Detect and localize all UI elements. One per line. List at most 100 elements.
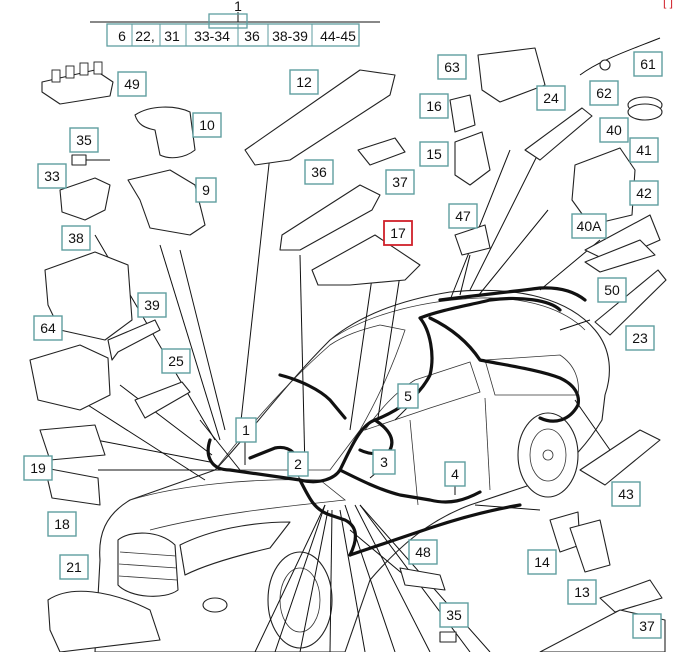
svg-text:37: 37 [639,618,655,634]
callout-part-43[interactable]: 43 [611,481,641,507]
callout-part-49[interactable]: 49 [117,71,147,97]
svg-text:13: 13 [574,584,590,600]
callout-part-18[interactable]: 18 [47,511,77,537]
callout-part-40[interactable]: 40 [599,117,629,143]
svg-text:19: 19 [30,460,46,476]
part-17-drawing [311,234,421,286]
part-33-drawing [59,177,111,221]
callout-part-14[interactable]: 14 [527,549,557,575]
part-13-drawing [569,519,611,573]
range-item[interactable]: 33-34 [194,28,230,44]
part-37a-drawing [357,137,406,166]
callout-part-39[interactable]: 39 [137,292,167,318]
callout-part-47[interactable]: 47 [448,203,478,229]
part-62-drawing [579,37,661,76]
callout-part-61[interactable]: 61 [633,51,663,77]
callout-part-25[interactable]: 25 [161,348,191,374]
svg-text:35: 35 [76,132,92,148]
part-50-drawing [584,239,656,273]
range-item[interactable]: 22, [135,28,154,44]
svg-text:38: 38 [68,230,84,246]
callout-part-35b[interactable]: 35 [439,602,469,628]
callout-part-3[interactable]: 3 [372,449,396,475]
part-38-drawing [44,251,133,341]
part-35-bolt-drawing [71,154,110,166]
callout-part-13[interactable]: 13 [567,579,597,605]
svg-text:63: 63 [444,59,460,75]
callout-part-1[interactable]: 1 [235,417,257,443]
callout-part-16[interactable]: 16 [419,93,449,119]
part-39-drawing [107,319,161,361]
part-47-drawing [454,224,491,256]
svg-text:12: 12 [296,74,312,90]
svg-text:40: 40 [606,122,622,138]
svg-text:33: 33 [44,168,60,184]
part-23-drawing [594,269,667,336]
svg-text:36: 36 [311,164,327,180]
part-63-drawing [477,47,546,103]
callout-part-40a[interactable]: 40A [571,213,607,239]
range-item[interactable]: 44-45 [320,28,356,44]
callout-part-10[interactable]: 10 [192,112,222,138]
svg-text:15: 15 [426,146,442,162]
svg-text:42: 42 [636,185,652,201]
callout-part-48[interactable]: 48 [408,539,438,565]
svg-text:4: 4 [451,466,459,482]
part-16-drawing [449,94,476,133]
callout-part-64[interactable]: 64 [33,315,63,341]
part-12-drawing [244,69,396,166]
callout-part-33[interactable]: 33 [37,163,67,189]
callout-part-36[interactable]: 36 [304,159,334,185]
range-item[interactable]: 31 [164,28,180,44]
svg-text:37: 37 [392,174,408,190]
callout-part-23[interactable]: 23 [625,325,655,351]
range-item[interactable]: 6 [118,28,126,44]
svg-text:48: 48 [415,544,431,560]
callout-part-63[interactable]: 63 [437,54,467,80]
svg-text:40A: 40A [577,218,603,234]
svg-text:64: 64 [40,320,56,336]
callout-part-9[interactable]: 9 [195,177,217,203]
part-18-drawing [44,467,101,506]
callout-part-19[interactable]: 19 [23,455,53,481]
callout-part-42[interactable]: 42 [629,180,659,206]
svg-text:43: 43 [618,486,634,502]
callout-part-37a[interactable]: 37 [385,169,415,195]
callout-part-4[interactable]: 4 [444,461,466,487]
callout-part-2[interactable]: 2 [287,451,309,477]
callout-layer: 1 2 3 4 5 9 10 12 13 14 15 16 17 18 19 2… [23,51,663,639]
corner-mark: [ ] [663,0,673,9]
callout-part-38[interactable]: 38 [61,225,91,251]
callout-part-12[interactable]: 12 [289,69,319,95]
svg-text:1: 1 [242,422,250,438]
callout-part-37b[interactable]: 37 [632,613,662,639]
range-header-label: 1 [234,0,242,14]
callout-part-5[interactable]: 5 [397,383,419,409]
callout-part-21[interactable]: 21 [59,554,89,580]
svg-text:21: 21 [66,559,82,575]
wiring-harness [206,286,587,557]
callout-part-35a[interactable]: 35 [69,127,99,153]
callout-part-50[interactable]: 50 [597,277,627,303]
part-25-drawing [134,381,191,419]
callout-part-24[interactable]: 24 [536,85,566,111]
range-frame [106,23,360,47]
callout-part-17[interactable]: 17 [383,220,413,246]
top-range-group: 1 6 22, 31 33-34 36 38-39 44-45 [90,0,380,47]
car-body [94,289,610,652]
svg-text:49: 49 [124,76,140,92]
svg-text:3: 3 [380,454,388,470]
callout-part-62[interactable]: 62 [589,80,619,106]
range-item[interactable]: 38-39 [272,28,308,44]
range-item[interactable]: 36 [244,28,260,44]
callout-part-15[interactable]: 15 [419,141,449,167]
part-9-drawing [127,169,206,236]
part-43-drawing [579,429,661,486]
part-64-drawing [29,344,111,411]
svg-text:41: 41 [636,142,652,158]
part-19-drawing [39,424,106,461]
svg-text:9: 9 [202,182,210,198]
svg-text:35: 35 [446,607,462,623]
callout-part-41[interactable]: 41 [629,137,659,163]
